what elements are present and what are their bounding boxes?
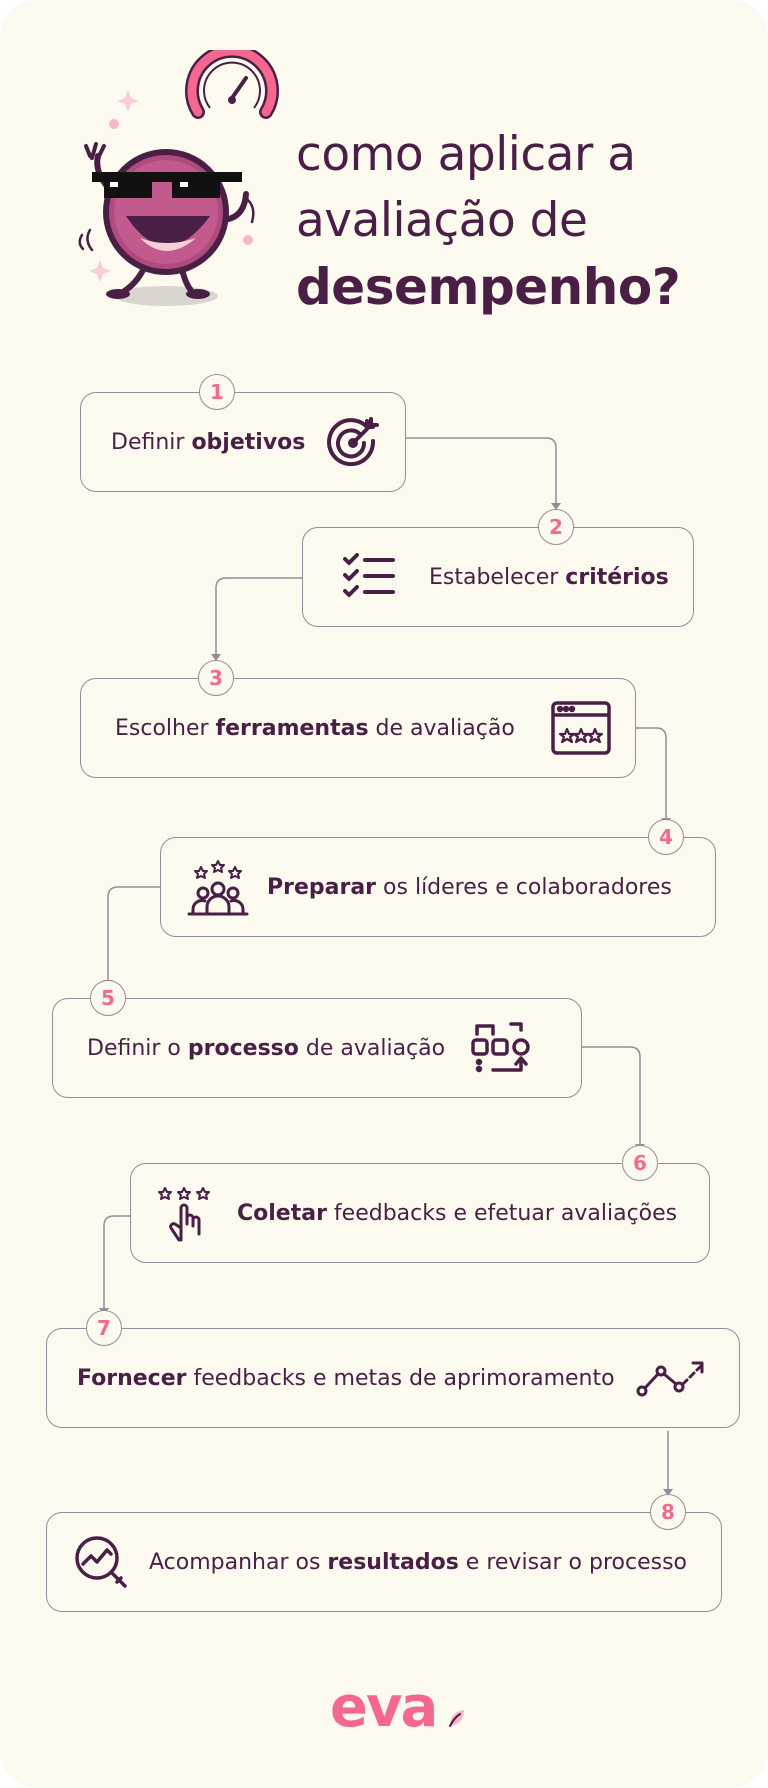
page-title: como aplicar a avaliação de desempenho? bbox=[296, 122, 756, 320]
step-text-5: Definir o processo de avaliação bbox=[87, 1035, 446, 1061]
step-card-4: Preparar os líderes e colaboradores bbox=[160, 837, 716, 937]
step-text-1: Definir objetivos bbox=[111, 429, 306, 455]
title-line-1: como aplicar a bbox=[296, 127, 636, 182]
step-card-2: Estabelecer critérios bbox=[302, 527, 694, 627]
magnifier-chart-icon bbox=[73, 1534, 129, 1590]
step-number-5: 5 bbox=[90, 980, 126, 1016]
logo-text: eva bbox=[330, 1675, 438, 1740]
team-stars-icon bbox=[187, 857, 249, 917]
mascot-illustration bbox=[78, 50, 279, 306]
step-number-1: 1 bbox=[199, 374, 235, 410]
step-card-3: Escolher ferramentas de avaliação bbox=[80, 678, 636, 778]
step-text-4: Preparar os líderes e colaboradores bbox=[267, 874, 672, 900]
title-line-2: avaliação de bbox=[296, 193, 588, 248]
eva-logo: eva bbox=[330, 1678, 470, 1738]
step-number-2: 2 bbox=[538, 509, 574, 545]
step-number-8: 8 bbox=[650, 1494, 686, 1530]
step-number-6: 6 bbox=[622, 1145, 658, 1181]
step-card-7: Fornecer feedbacks e metas de aprimorame… bbox=[46, 1328, 740, 1428]
step-text-3: Escolher ferramentas de avaliação bbox=[115, 715, 515, 741]
step-card-1: Definir objetivos bbox=[80, 392, 406, 492]
step-number-7: 7 bbox=[86, 1310, 122, 1346]
title-line-3: desempenho? bbox=[296, 258, 681, 316]
step-card-5: Definir o processo de avaliação bbox=[52, 998, 582, 1098]
step-text-6: Coletar feedbacks e efetuar avaliações bbox=[237, 1200, 678, 1226]
trend-line-icon bbox=[635, 1357, 705, 1399]
rating-window-icon bbox=[551, 701, 611, 755]
step-card-6: Coletar feedbacks e efetuar avaliações bbox=[130, 1163, 710, 1263]
step-card-8: Acompanhar os resultados e revisar o pro… bbox=[46, 1512, 722, 1612]
checklist-icon bbox=[343, 553, 395, 601]
speedometer-icon bbox=[185, 50, 279, 119]
hand-stars-icon bbox=[155, 1184, 215, 1242]
target-arrow-icon bbox=[327, 415, 381, 469]
step-number-3: 3 bbox=[198, 660, 234, 696]
step-text-7: Fornecer feedbacks e metas de aprimorame… bbox=[77, 1365, 615, 1391]
leaf-icon bbox=[449, 1710, 464, 1727]
step-text-8: Acompanhar os resultados e revisar o pro… bbox=[149, 1549, 687, 1575]
step-text-2: Estabelecer critérios bbox=[429, 564, 669, 590]
step-number-4: 4 bbox=[648, 819, 684, 855]
process-flow-icon bbox=[471, 1020, 533, 1076]
